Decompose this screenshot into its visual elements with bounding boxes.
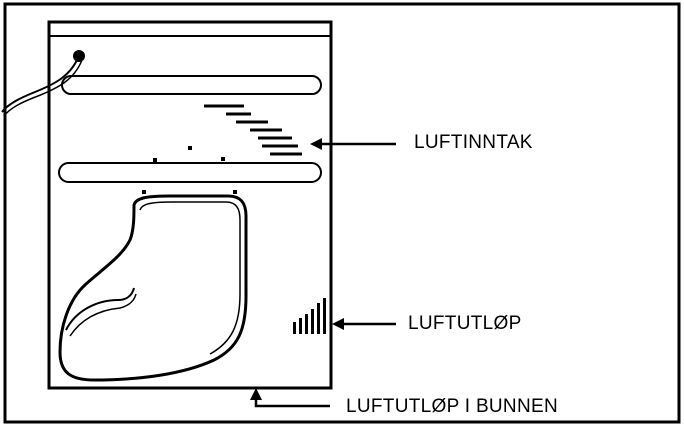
power-cord: [1, 57, 79, 113]
lower-rail: [58, 162, 322, 183]
air-outlet-label: LUFTUTLØP: [408, 313, 522, 334]
outlet-arrow: [332, 318, 396, 330]
intake-vent: [204, 104, 302, 156]
power-cord-outline: [3, 59, 83, 117]
bottom-outlet-arrow: [250, 388, 330, 408]
upper-rail: [61, 75, 322, 95]
intake-arrow: [310, 138, 396, 150]
air-intake-label: LUFTINNTAK: [414, 132, 533, 153]
outer-border: [3, 2, 681, 424]
cabinet-body: [47, 20, 333, 390]
outlet-vent: [293, 298, 326, 334]
boot-outline: [58, 194, 248, 382]
plug-icon: [73, 50, 85, 62]
fixing-dots: [142, 146, 237, 194]
bottom-outlet-label: LUFTUTLØP I BUNNEN: [346, 396, 558, 417]
